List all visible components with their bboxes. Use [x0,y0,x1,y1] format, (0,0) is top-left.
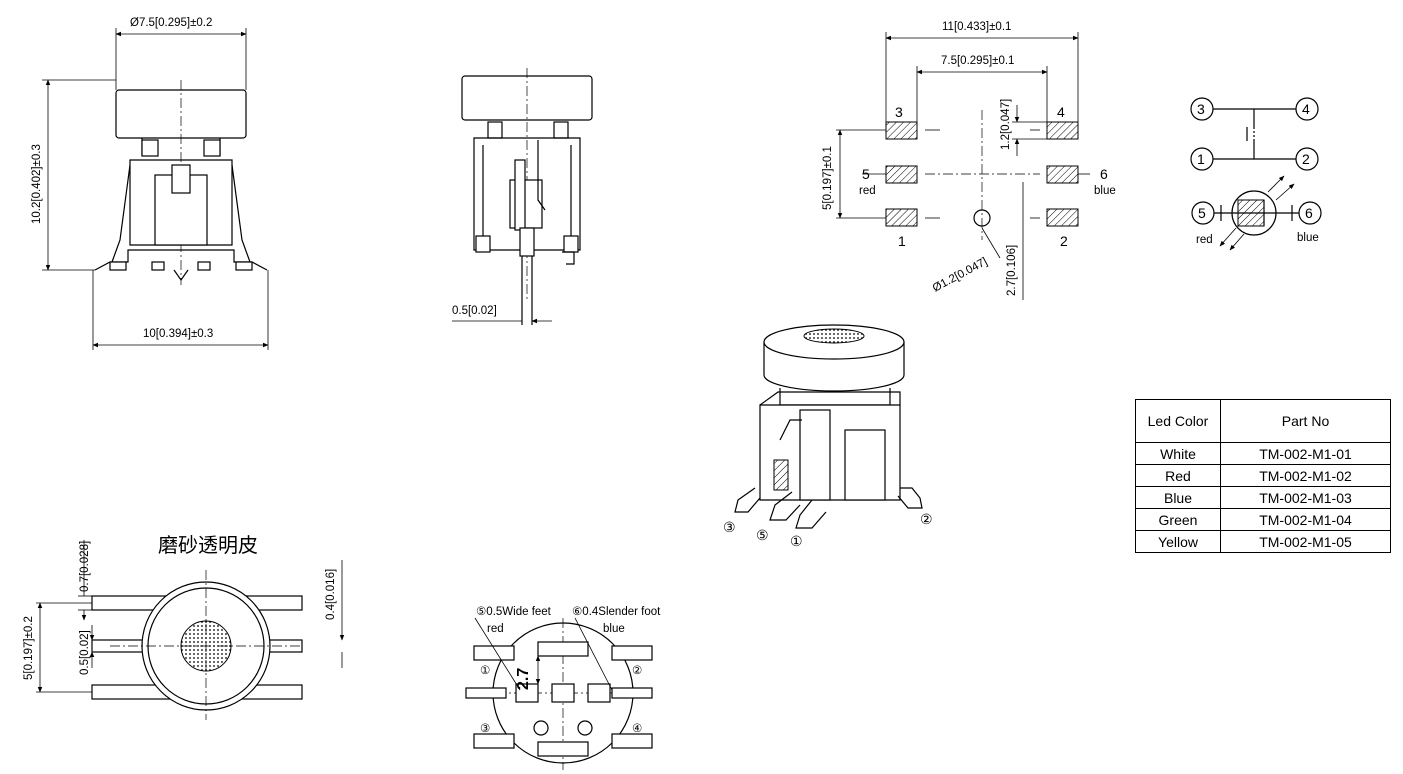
sch-node2: 2 [1302,151,1310,167]
top-d3: 5[0.197]±0.2 [23,616,35,680]
sch-node1: 1 [1197,151,1205,167]
parts-table: Led Color Part No White TM-002-M1-01 Red… [1135,399,1391,553]
front-height: 10.2[0.402]±0.3 [31,144,43,224]
table-header: Led Color [1135,399,1221,443]
side-lead: 0.5[0.02] [452,305,497,317]
schematic: 3 4 1 2 5 6 red blue [1190,97,1322,251]
top-view: 磨砂透明皮 0.7[0.028] 0.4[0.016] 5[0.197]±0.2… [23,533,345,720]
bottom-blue: blue [603,623,625,635]
table-row: White TM-002-M1-01 [1135,442,1391,465]
sch-red: red [1196,234,1213,246]
table-cell: Yellow [1135,530,1221,553]
pcb-pitch: 5[0.197]±0.1 [822,146,834,210]
iso-pin1: ① [790,533,803,549]
table-row: Red TM-002-M1-02 [1135,464,1391,487]
bottom-red: red [487,623,504,635]
iso-view: ③ ⑤ ① ② [723,324,933,549]
side-view: 0.5[0.02] [452,68,593,325]
bottom-dim: 2.7 [515,668,532,690]
top-d1: 0.7[0.028] [79,541,91,592]
pcb-offset: 2.7[0.106] [1006,245,1018,296]
pcb-pin5: 5 [862,166,870,182]
front-base-width: 10[0.394]±0.3 [143,328,213,340]
pcb-pin6: 6 [1100,166,1108,182]
pcb-hole: Ø1.2[0.047] [931,256,990,295]
pcb-inner: 7.5[0.295]±0.1 [941,55,1014,67]
table-header: Part No [1220,399,1391,443]
bottom-pin1: ① [480,665,490,677]
bottom-pin4: ④ [632,723,642,735]
front-top-width: Ø7.5[0.295]±0.2 [130,17,212,29]
pcb-pin3: 3 [895,104,903,120]
table-row: Green TM-002-M1-04 [1135,508,1391,531]
pcb-pin1: 1 [898,233,906,249]
table-cell: TM-002-M1-03 [1220,486,1391,509]
sch-node3: 3 [1197,101,1205,117]
sch-node4: 4 [1302,101,1310,117]
sch-node5: 5 [1198,205,1206,221]
table-cell: TM-002-M1-05 [1220,530,1391,553]
iso-pin5: ⑤ [756,527,769,543]
iso-pin3: ③ [723,519,736,535]
bottom-feet6: ⑥0.4Slender foot [572,606,661,618]
table-row: Yellow TM-002-M1-05 [1135,530,1391,553]
pcb-pin4: 4 [1057,104,1065,120]
sch-node6: 6 [1305,205,1313,221]
top-note: 磨砂透明皮 [158,533,258,557]
pcb-pad-height: 1.2[0.047] [1000,99,1012,150]
pcb-blue: blue [1094,185,1116,197]
bottom-feet5: ⑤0.5Wide feet [476,606,552,618]
table-cell: Green [1135,508,1221,531]
pcb-red: red [859,185,876,197]
iso-pin2: ② [920,511,933,527]
table-cell: TM-002-M1-04 [1220,508,1391,531]
table-cell: Blue [1135,486,1221,509]
pcb-overall: 11[0.433]±0.1 [942,21,1011,33]
table-cell: TM-002-M1-02 [1220,464,1391,487]
table-cell: Red [1135,464,1221,487]
pcb-layout: 11[0.433]±0.1 7.5[0.295]±0.1 3 4 5 red 6… [822,21,1116,300]
top-d2: 0.4[0.016] [325,569,337,620]
bottom-view: ⑤0.5Wide feet red ⑥0.4Slender foot blue … [465,606,661,770]
bottom-pin2: ② [632,665,642,677]
sch-blue: blue [1297,232,1319,244]
table-cell: TM-002-M1-01 [1220,442,1391,465]
table-row: Blue TM-002-M1-03 [1135,486,1391,509]
pcb-pin2: 2 [1060,233,1068,249]
front-view: Ø7.5[0.295]±0.2 10.2[0.402]±0.3 10[0.394… [31,17,269,350]
top-d4: 0.5[0.02] [79,630,91,675]
bottom-pin3: ③ [480,723,490,735]
table-cell: White [1135,442,1221,465]
